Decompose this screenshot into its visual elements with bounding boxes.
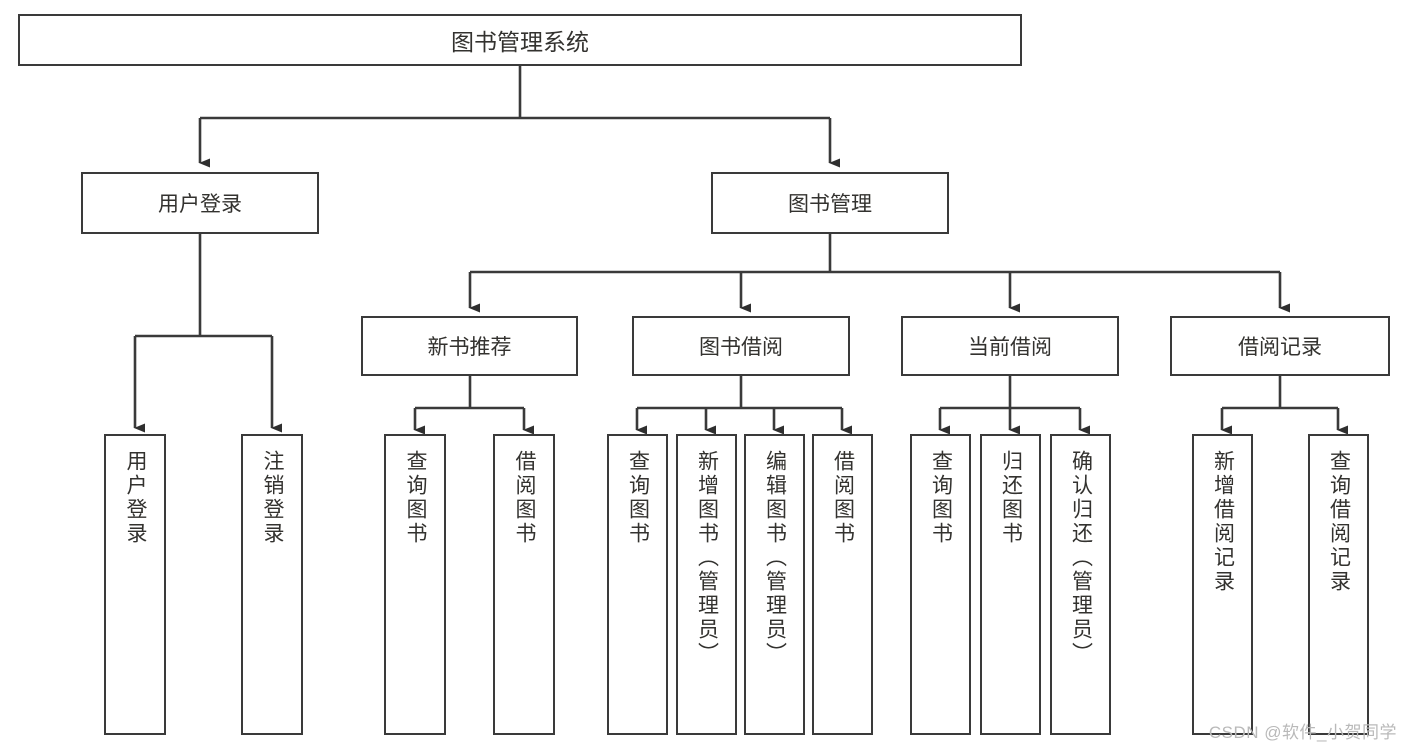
leaf-label: 查询图书 [404,450,428,546]
leaf-label: 归还图书 [999,450,1023,546]
leaf-edit-book-admin[interactable]: 编辑图书（管理员） [744,434,805,735]
leaf-add-book-admin[interactable]: 新增图书（管理员） [676,434,737,735]
leaf-query-book-borrow[interactable]: 查询图书 [607,434,668,735]
leaf-add-borrow-record[interactable]: 新增借阅记录 [1192,434,1253,735]
leaf-query-book-recommend[interactable]: 查询图书 [384,434,446,735]
leaf-label: 注销登录 [261,450,285,546]
node-book-management[interactable]: 图书管理 [711,172,949,234]
leaf-label: 查询借阅记录 [1327,450,1351,594]
leaf-label: 查询图书 [929,450,953,546]
node-root-system[interactable]: 图书管理系统 [18,14,1022,66]
leaf-borrow-book[interactable]: 借阅图书 [812,434,873,735]
leaf-label: 查询图书 [626,450,650,546]
node-new-book-recommend[interactable]: 新书推荐 [361,316,578,376]
watermark: CSDN @软件_小贺同学 [1208,723,1397,742]
leaf-confirm-return-admin[interactable]: 确认归还（管理员） [1050,434,1111,735]
leaf-logout[interactable]: 注销登录 [241,434,303,735]
leaf-query-book-current[interactable]: 查询图书 [910,434,971,735]
leaf-label: 借阅图书 [513,450,537,546]
leaf-label: 新增借阅记录 [1211,450,1235,594]
leaf-label: 用户登录 [124,450,148,546]
leaf-label: 新增图书（管理员） [695,450,719,666]
leaf-borrow-book-recommend[interactable]: 借阅图书 [493,434,555,735]
leaf-query-borrow-record[interactable]: 查询借阅记录 [1308,434,1369,735]
leaf-label: 编辑图书（管理员） [763,450,787,666]
leaf-label: 借阅图书 [831,450,855,546]
node-current-borrow[interactable]: 当前借阅 [901,316,1119,376]
node-book-borrow[interactable]: 图书借阅 [632,316,850,376]
leaf-user-login[interactable]: 用户登录 [104,434,166,735]
node-user-login[interactable]: 用户登录 [81,172,319,234]
leaf-label: 确认归还（管理员） [1069,450,1093,666]
node-borrow-record[interactable]: 借阅记录 [1170,316,1390,376]
leaf-return-book[interactable]: 归还图书 [980,434,1041,735]
